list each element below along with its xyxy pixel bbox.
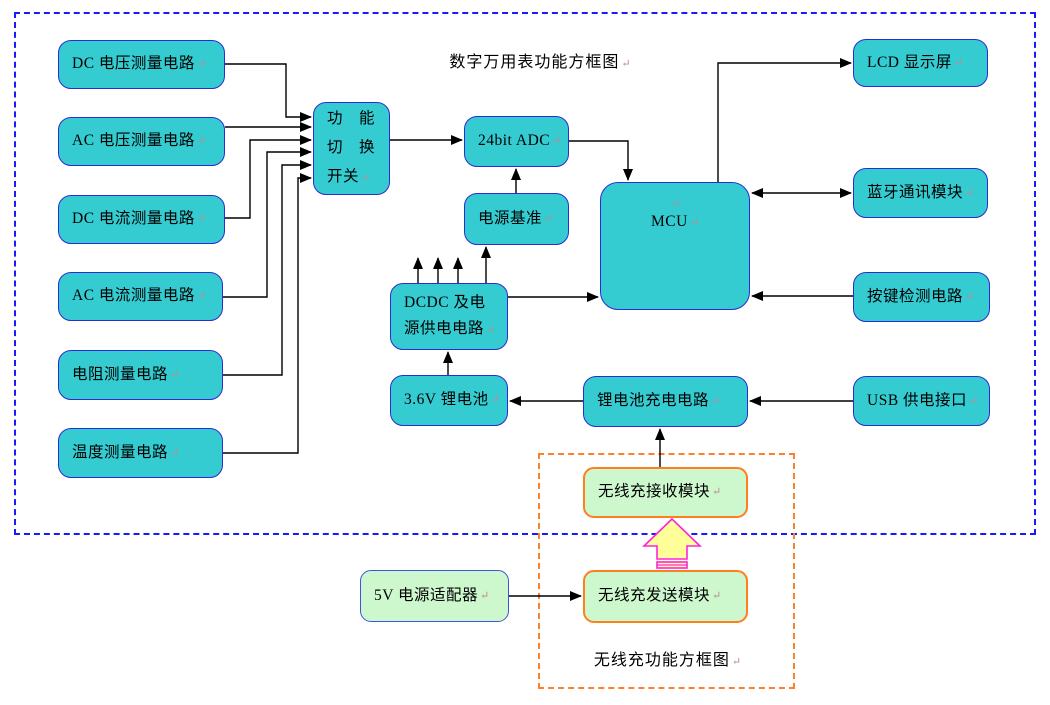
wire-dc-current-to-switch <box>225 135 312 219</box>
wireless-charger-caption: 无线充功能方框图↵ <box>593 652 742 669</box>
box-key-detect-circuit: 按键检测电路↵ <box>853 272 990 322</box>
box-wireless-charge-receiver: 无线充接收模块↵ <box>583 467 748 518</box>
box-usb-power-port: USB 供电接口↵ <box>853 376 990 426</box>
wire-ac-current-to-switch <box>223 147 312 298</box>
wire-temperature-to-switch <box>223 173 312 454</box>
box-dcdc-power-supply: DCDC 及电 源供电电路↵ <box>390 283 508 350</box>
box-function-switch: 功 能 切 换 开关↵ <box>313 102 390 195</box>
box-wireless-charge-transmitter: 无线充发送模块↵ <box>583 570 748 623</box>
wire-mcu-to-lcd <box>717 58 852 182</box>
box-lithium-battery: 3.6V 锂电池↵ <box>390 375 508 426</box>
box-dc-current-circuit: DC 电流测量电路↵ <box>58 195 225 244</box>
box-bluetooth-module: 蓝牙通讯模块↵ <box>853 168 988 218</box>
box-ac-voltage-circuit: AC 电压测量电路↵ <box>58 117 225 166</box>
box-power-reference: 电源基准↵ <box>464 193 569 245</box>
wireless-energy-block-arrow-icon <box>642 517 702 569</box>
box-mcu: ↵ MCU↵ <box>600 182 750 310</box>
diagram-title: 数字万用表功能方框图↵ <box>449 54 631 71</box>
box-resistance-circuit: 电阻测量电路↵ <box>58 350 223 400</box>
box-dc-voltage-circuit: DC 电压测量电路↵ <box>58 40 225 89</box>
wire-adc-to-mcu <box>569 140 633 181</box>
box-24bit-adc: 24bit ADC↵ <box>464 116 569 167</box>
box-5v-power-adapter: 5V 电源适配器↵ <box>360 570 509 622</box>
wire-dc-voltage-to-switch <box>225 63 312 122</box>
box-ac-current-circuit: AC 电流测量电路↵ <box>58 272 223 321</box>
wire-resistance-to-switch <box>223 160 312 376</box>
box-lcd-display: LCD 显示屏↵ <box>853 39 988 87</box>
box-temperature-circuit: 温度测量电路↵ <box>58 428 223 478</box>
box-battery-charging-circuit: 锂电池充电电路↵ <box>583 376 748 427</box>
